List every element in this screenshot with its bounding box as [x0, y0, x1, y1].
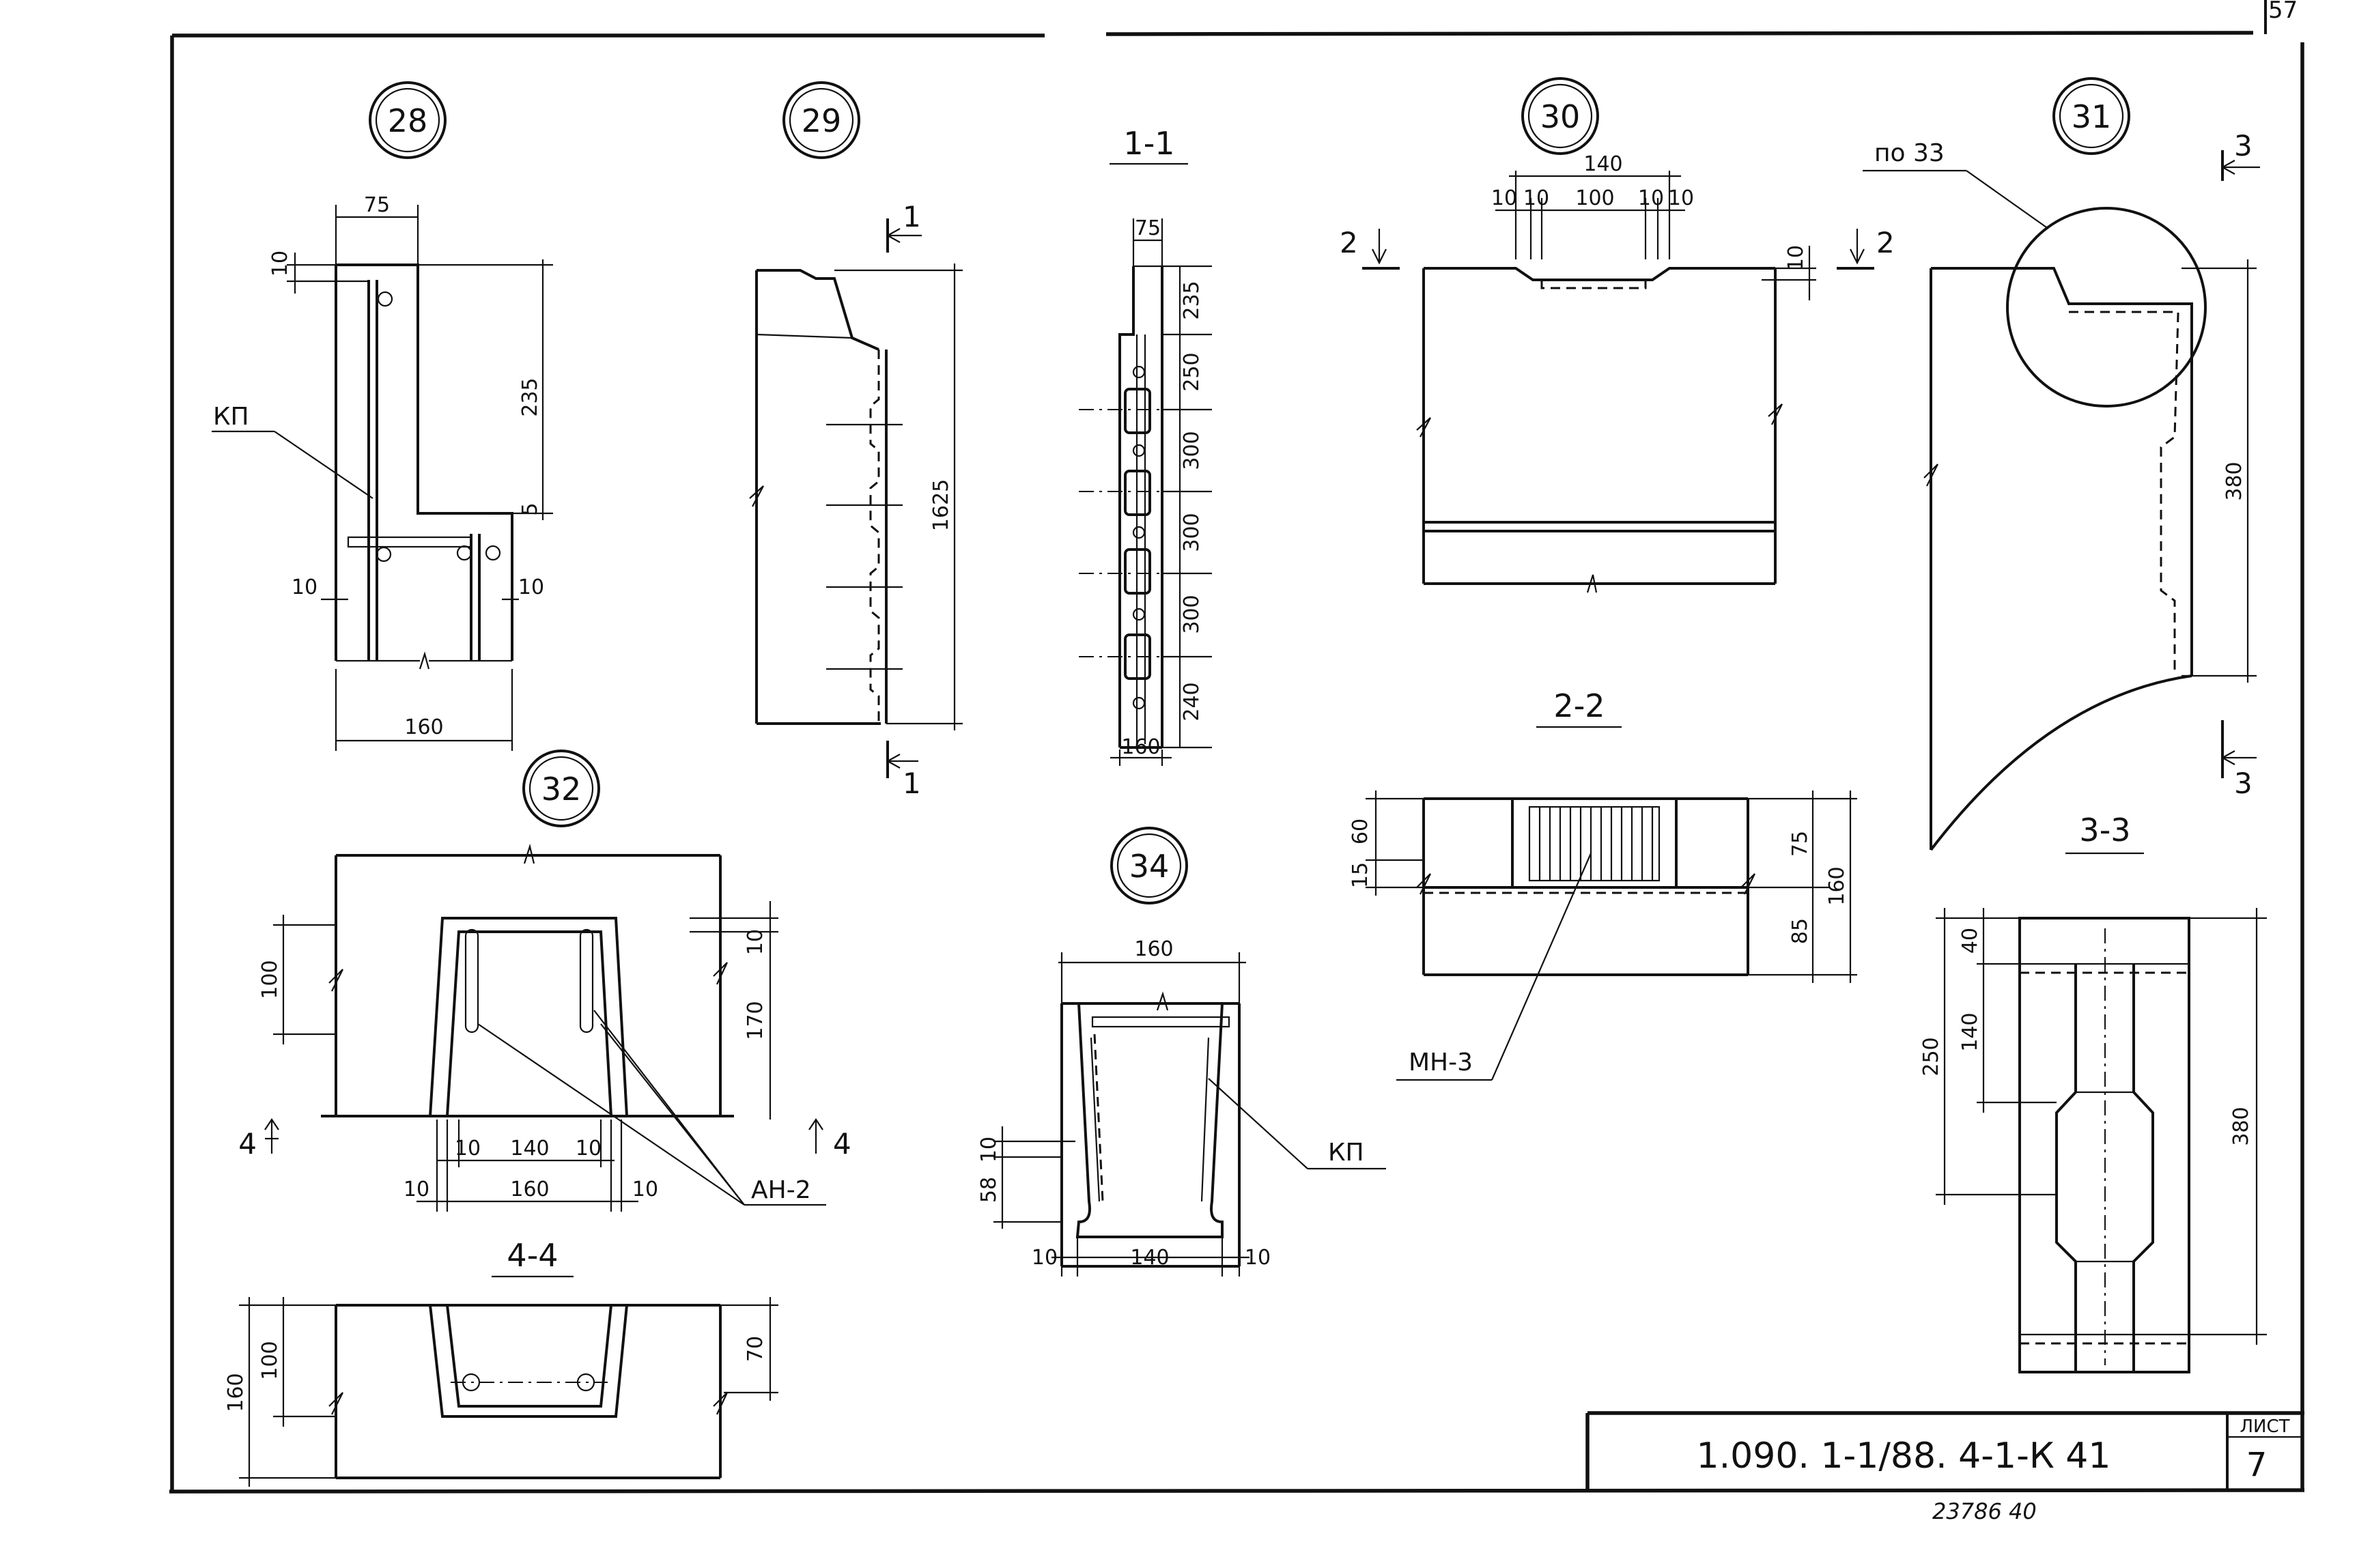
dim-32-b: 140 [510, 1137, 549, 1160]
dim-4-4-right: 70 [744, 1336, 767, 1362]
dim-2-2-gap: 15 [1349, 862, 1372, 888]
dim-3-3-cover: 40 [1958, 928, 1982, 954]
dim-2-2-upper: 75 [1788, 831, 1812, 857]
dim-28-right-cover: 10 [518, 575, 544, 599]
dim-1-1-seg-3: 300 [1180, 431, 1204, 470]
drawing-code: 1.090. 1-1/88. 4-1-К 41 [1697, 1436, 2111, 1477]
corner-sheet-number: 57 [2268, 0, 2298, 24]
mesh-hatch [1538, 807, 1654, 881]
sheet-label: ЛИСТ [2240, 1416, 2289, 1437]
dim-34-left-b: 58 [977, 1177, 1001, 1203]
detail-34: 34 160 КП 10 58 10 140 10 [977, 827, 1386, 1277]
marker-3-bottom: 3 [2234, 767, 2253, 800]
dim-28-step: 5 [518, 502, 542, 515]
marker-2-right: 2 [1876, 226, 1895, 259]
dim-32-f: 10 [632, 1178, 658, 1201]
dim-1-1-seg-1: 235 [1180, 281, 1204, 319]
dim-34-left-a: 10 [977, 1137, 1001, 1163]
dim-3-3-mid: 140 [1958, 1012, 1982, 1051]
dim-32-e: 160 [510, 1178, 549, 1201]
detail-29: 29 1625 1 1 [749, 81, 963, 800]
dim-32-d: 10 [404, 1178, 429, 1201]
dim-1-1-base: 160 [1121, 735, 1160, 759]
label-mn3: МН-3 [1409, 1049, 1473, 1077]
section-2-2: 2-2 60 15 75 85 16 [1349, 687, 1857, 1081]
section-4-4: 4-4 160 100 70 [224, 1237, 778, 1487]
sheet-frame: 57 [169, 0, 2305, 1494]
dim-4-4-upper: 100 [258, 1341, 282, 1380]
callout-30: 30 [1540, 98, 1581, 135]
dim-2-2-lower: 85 [1788, 918, 1812, 944]
dim-30-a: 10 [1491, 186, 1517, 210]
dim-31-height: 380 [2222, 461, 2246, 500]
callout-28: 28 [388, 102, 428, 139]
dim-29-height: 1625 [929, 479, 953, 531]
marker-1-bottom: 1 [903, 767, 921, 800]
dim-1-1-seg-5: 300 [1180, 595, 1204, 633]
dim-34-b-left: 10 [1032, 1246, 1058, 1270]
sheet-number: 7 [2246, 1446, 2268, 1484]
rebar-chain-1-1 [1079, 334, 1202, 744]
dim-1-1-seg-4: 300 [1180, 513, 1204, 552]
section-title-2-2: 2-2 [1553, 687, 1605, 724]
dim-34-top: 160 [1134, 937, 1173, 961]
dim-1-1-top: 75 [1135, 216, 1161, 240]
section-title-1-1: 1-1 [1123, 125, 1174, 162]
dim-30-e: 10 [1668, 186, 1694, 210]
dim-30-b: 10 [1523, 186, 1549, 210]
marker-2-left: 2 [1340, 226, 1358, 259]
label-kp-28: КП [213, 403, 249, 431]
dim-30-total: 140 [1583, 152, 1622, 176]
callout-32: 32 [541, 771, 582, 808]
detail-31: 31 по 33 380 3 3 [1863, 77, 2260, 851]
title-block: 1.090. 1-1/88. 4-1-К 41 ЛИСТ 7 23786 40 [1585, 1411, 2304, 1524]
dim-34-b-right: 10 [1245, 1246, 1271, 1270]
section-3-3: 3-3 40 140 250 380 [1919, 812, 2267, 1373]
marker-1-top: 1 [903, 200, 921, 233]
dim-2-2-total: 160 [1825, 866, 1849, 905]
dim-28-height: 235 [518, 377, 542, 416]
dim-30-c: 100 [1575, 186, 1614, 210]
callout-34: 34 [1129, 848, 1170, 885]
section-title-4-4: 4-4 [507, 1237, 558, 1274]
dim-3-3-left: 250 [1919, 1037, 1943, 1076]
detail-32: 32 100 10 170 10 140 10 10 160 10 А [238, 750, 851, 1212]
dim-28-base: 160 [404, 715, 443, 739]
section-1-1: 1-1 75 [1079, 125, 1212, 766]
marker-3-top: 3 [2234, 129, 2253, 162]
dim-28-width: 75 [364, 193, 390, 217]
label-an2: АН-2 [751, 1176, 811, 1204]
label-po-33: по 33 [1874, 139, 1945, 167]
section-title-3-3: 3-3 [2079, 812, 2130, 849]
dim-32-c: 10 [576, 1137, 602, 1160]
archive-stamp: 23786 40 [1932, 1498, 2037, 1524]
dim-32-height: 170 [744, 1001, 767, 1040]
dim-30-d: 10 [1638, 186, 1664, 210]
dim-32-cover: 10 [744, 929, 767, 955]
callout-31: 31 [2072, 98, 2112, 135]
dim-34-b-mid: 140 [1130, 1246, 1169, 1270]
detail-30: 30 140 10 10 100 10 10 10 2 [1340, 77, 1895, 593]
dim-3-3-right: 380 [2229, 1107, 2253, 1145]
dim-28-left-cover: 10 [292, 575, 317, 599]
dim-30-depth: 10 [1784, 245, 1808, 271]
dim-4-4-total: 160 [224, 1373, 248, 1412]
dim-1-1-seg-6: 240 [1180, 682, 1204, 721]
dim-2-2-top: 60 [1349, 818, 1372, 844]
dim-32-a: 10 [455, 1137, 481, 1160]
dim-32-left: 100 [258, 960, 282, 999]
dim-1-1-seg-2: 250 [1180, 352, 1204, 391]
dim-28-cover-top: 10 [268, 251, 292, 276]
detail-28: 28 75 10 235 5 10 10 160 [212, 81, 553, 751]
marker-4-left: 4 [238, 1127, 257, 1160]
callout-29: 29 [802, 102, 842, 139]
marker-4-right: 4 [833, 1127, 851, 1160]
label-kp-34: КП [1328, 1139, 1364, 1167]
